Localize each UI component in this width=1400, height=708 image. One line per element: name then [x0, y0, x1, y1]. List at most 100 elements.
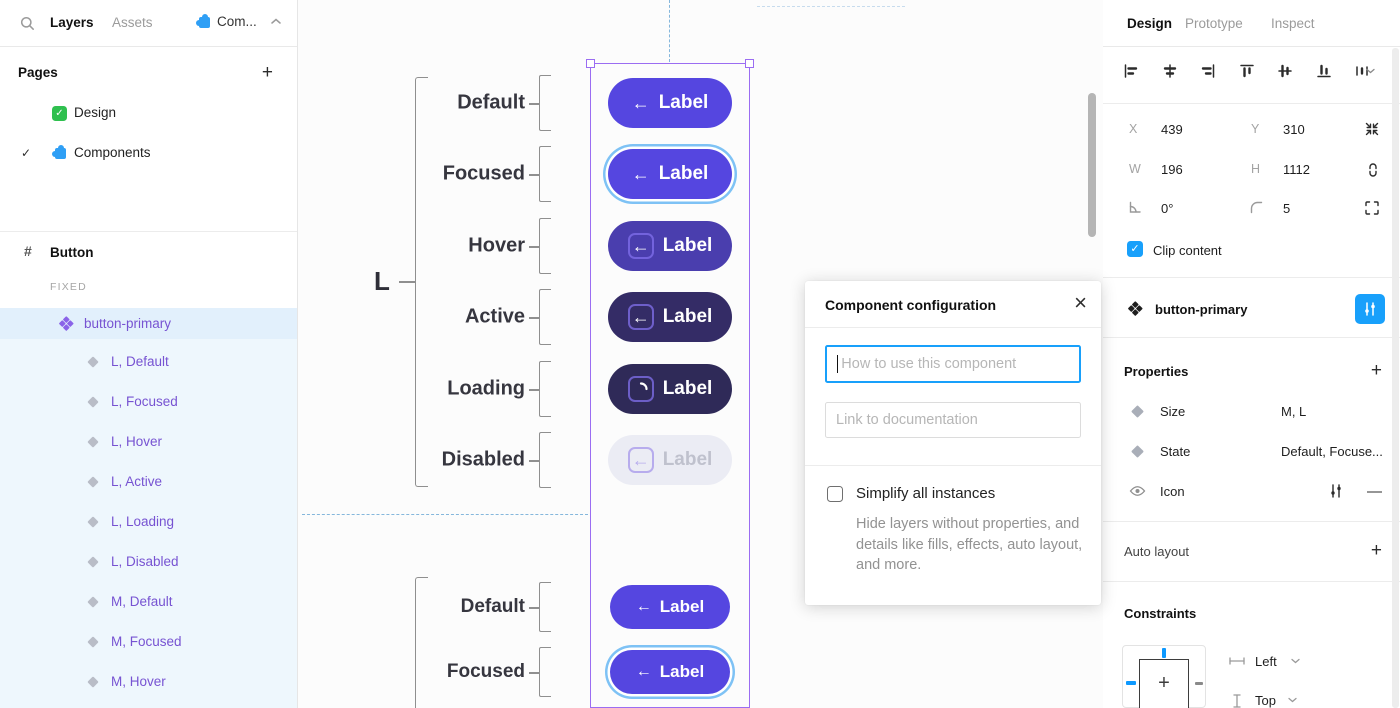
w-value[interactable]: 196 — [1161, 162, 1183, 177]
simplify-checkbox[interactable] — [827, 486, 843, 502]
sliders-icon[interactable] — [1328, 483, 1344, 499]
align-horizontal-center-icon[interactable] — [1162, 63, 1178, 79]
align-vertical-center-icon[interactable] — [1277, 63, 1293, 79]
chevron-down-icon — [1288, 697, 1297, 703]
state-row: Hover ← Label — [298, 218, 768, 274]
property-diamond-icon — [1131, 405, 1144, 418]
layer-item-variant[interactable]: L, Focused — [0, 382, 297, 422]
components-menu-label: Com... — [217, 14, 257, 29]
property-diamond-icon — [1131, 445, 1144, 458]
tab-layers[interactable]: Layers — [50, 15, 94, 30]
sidebar-header: Layers Assets Com... — [0, 0, 297, 47]
collapse-arrows-icon[interactable] — [1364, 121, 1380, 137]
rotation-value[interactable]: 0° — [1161, 201, 1174, 216]
x-value[interactable]: 439 — [1161, 122, 1183, 137]
vertical-constraint-dropdown[interactable]: Top — [1228, 691, 1338, 708]
clip-content-row: ✓ Clip content — [1103, 238, 1400, 262]
constrain-proportions-icon[interactable] — [1366, 161, 1380, 179]
align-bottom-icon[interactable] — [1316, 63, 1332, 79]
fixed-section-label: FIXED — [50, 281, 87, 293]
button-variant-m-focused[interactable]: ← Label — [610, 650, 730, 694]
h-value[interactable]: 1112 — [1283, 162, 1310, 177]
layer-item-frame-button[interactable]: # Button — [0, 240, 297, 266]
constraints-square: + — [1139, 659, 1189, 708]
spec-dash — [529, 389, 539, 391]
tab-assets[interactable]: Assets — [112, 15, 153, 30]
tab-components-menu[interactable]: Com... — [196, 14, 281, 29]
search-icon[interactable] — [20, 16, 35, 31]
component-description-input[interactable]: How to use this component — [825, 345, 1081, 383]
state-row: Default ← Label — [298, 582, 768, 632]
independent-corners-icon[interactable] — [1364, 200, 1380, 216]
state-row: Default ← Label — [298, 75, 768, 131]
button-variant-l-disabled[interactable]: ← Label — [608, 435, 732, 485]
tidy-up-icon[interactable] — [1354, 63, 1375, 79]
sidebar-divider — [0, 231, 297, 232]
layer-item-variant[interactable]: L, Active — [0, 462, 297, 502]
puzzle-icon — [52, 145, 67, 160]
button-label: Label — [659, 597, 705, 616]
documentation-link-input[interactable]: Link to documentation — [825, 402, 1081, 438]
add-auto-layout-button[interactable]: + — [1370, 540, 1382, 561]
y-value[interactable]: 310 — [1283, 122, 1305, 137]
state-row: Loading Label — [298, 361, 768, 417]
layer-item-variant[interactable]: L, Disabled — [0, 542, 297, 582]
button-variant-l-hover[interactable]: ← Label — [608, 221, 732, 271]
variant-diamond-icon — [87, 556, 99, 568]
page-item-design[interactable]: ✓ Design — [0, 101, 297, 127]
alignment-toolbar — [1123, 57, 1375, 85]
clip-content-checkbox[interactable]: ✓ — [1127, 241, 1143, 257]
component-config-button[interactable] — [1355, 294, 1385, 324]
layer-item-variant[interactable]: L, Loading — [0, 502, 297, 542]
property-row-icon[interactable]: Icon — — [1103, 480, 1400, 504]
button-variant-l-focused[interactable]: ← Label — [608, 149, 732, 199]
layer-item-component-selected[interactable]: button-primary — [0, 308, 297, 339]
variant-label: L, Default — [111, 354, 169, 369]
inspector-divider — [1103, 581, 1400, 582]
align-left-icon[interactable] — [1123, 63, 1139, 79]
layer-item-variant[interactable]: M, Hover — [0, 662, 297, 702]
constraints-section-header: Constraints — [1103, 602, 1400, 626]
button-variant-l-loading[interactable]: Label — [608, 364, 732, 414]
page-item-components[interactable]: ✓ Components — [0, 141, 297, 167]
tab-inspect[interactable]: Inspect — [1271, 16, 1315, 31]
size-row: W 196 H 1112 — [1103, 158, 1400, 182]
spec-dash — [529, 460, 539, 462]
horizontal-constraint-dropdown[interactable]: Left — [1228, 652, 1338, 672]
button-variant-l-default[interactable]: ← Label — [608, 78, 732, 128]
canvas-scrollbar[interactable] — [1088, 93, 1096, 237]
selection-handle-top-right[interactable] — [745, 59, 754, 68]
button-variant-m-default[interactable]: ← Label — [610, 585, 730, 629]
property-row-state[interactable]: State Default, Focuse... — [1103, 440, 1400, 464]
align-right-icon[interactable] — [1200, 63, 1216, 79]
add-page-button[interactable]: + — [261, 62, 273, 83]
component-name: button-primary — [1155, 302, 1248, 317]
state-label: Active — [464, 305, 525, 328]
add-property-button[interactable]: + — [1370, 360, 1382, 381]
spec-dash — [399, 281, 415, 283]
layer-item-variant[interactable]: L, Default — [0, 342, 297, 382]
tab-design[interactable]: Design — [1127, 16, 1173, 31]
layer-item-variant[interactable]: L, Hover — [0, 422, 297, 462]
size-group-label: L — [374, 266, 390, 296]
layer-item-variant[interactable]: M, Default — [0, 582, 297, 622]
constraint-right-tick[interactable] — [1195, 682, 1203, 685]
spec-bracket — [539, 361, 551, 417]
horizontal-constraint-icon — [1228, 654, 1246, 668]
constraint-left-tick[interactable] — [1126, 681, 1136, 685]
corner-radius-value[interactable]: 5 — [1283, 201, 1291, 216]
spec-bracket-large-m — [415, 577, 428, 708]
button-variant-l-active[interactable]: ← Label — [608, 292, 732, 342]
property-row-size[interactable]: Size M, L — [1103, 400, 1400, 424]
close-icon[interactable]: × — [1074, 290, 1087, 315]
selection-handle-top-left[interactable] — [586, 59, 595, 68]
property-value: Default, Focuse... — [1281, 444, 1383, 459]
vertical-constraint-value: Top — [1255, 693, 1276, 708]
inspector-scrollbar[interactable] — [1392, 48, 1399, 708]
constraint-top-tick[interactable] — [1162, 648, 1166, 658]
remove-property-button[interactable]: — — [1367, 483, 1382, 500]
layer-item-variant[interactable]: M, Focused — [0, 622, 297, 662]
constraints-widget[interactable]: + — [1122, 645, 1206, 708]
align-top-icon[interactable] — [1239, 63, 1255, 79]
tab-prototype[interactable]: Prototype — [1185, 16, 1243, 31]
